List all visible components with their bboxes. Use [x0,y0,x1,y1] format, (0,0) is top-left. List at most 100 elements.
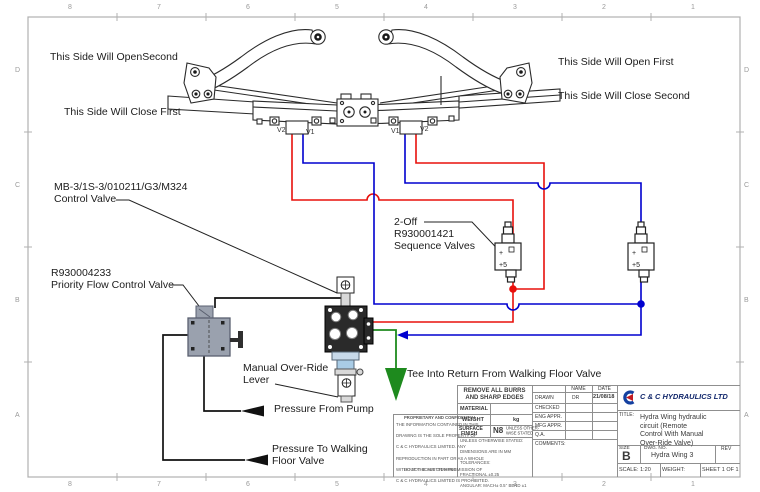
svg-text:+5: +5 [499,262,507,269]
approval-row-label: COMMENTS: [535,441,566,447]
zone-row-label: B [15,297,20,304]
green-return-line [364,329,407,401]
remove-burrs-note: REMOVE ALL BURRS [463,388,526,394]
pressure-walking-label-line2: Floor Valve [272,455,325,467]
port-label-v1-left: V1 [306,129,315,136]
valve-knob-stem [230,338,239,342]
control-valve-stack [324,276,374,403]
blue-junction-dot [637,300,645,308]
drawing-title-line1: Hydra Wing hydraulic [640,414,707,421]
approval-row-name: DR [572,395,580,401]
note-close-first: This Side Will Close First [64,106,181,118]
note-open-first: This Side Will Open First [558,56,674,68]
wing-assembly [167,29,561,135]
right-wing-arm [387,29,508,94]
port-label-v1-right: V1 [391,128,400,135]
return-arrow [385,368,407,401]
approval-row-label: Q.A. [535,432,546,438]
priority-valve-label-line2: Priority Flow Control Valve [51,279,174,291]
svg-text:+: + [632,250,636,257]
zone-row-label: B [744,297,749,304]
svg-text:+5: +5 [632,262,640,269]
svg-text:+: + [499,250,503,257]
port-label-v2-right: V2 [420,126,429,133]
proprietary-line: THE INFORMATION CONTAINED IN THIS [396,423,479,428]
zone-col-label: 3 [513,4,517,11]
zone-col-label: 2 [602,4,606,11]
valve-knob-bar [238,331,243,348]
pump-flow-arrow [241,405,264,417]
title-label: TITLE: [619,412,635,418]
zone-col-label: 2 [602,481,606,488]
left-pivot-plate [183,62,217,104]
sheet-text: SHEET 1 OF 1 [702,467,739,473]
approval-row-date: 21/08/18 [593,394,615,400]
drawing-title-line3: Control With Manual [640,431,704,438]
size-value: B [622,449,631,463]
pressure-pump-label: Pressure From Pump [274,403,374,415]
zone-col-label: 3 [513,481,517,488]
sequence-valve-right: + +5 [627,221,655,283]
proprietary-line: C & C HYDRAULICS LIMITED. ANY [396,445,466,450]
pressure-walking-label-line1: Pressure To Walking [272,443,368,455]
walking-floor-flow-arrow [245,454,268,466]
tolerance-line: TOLERANCES: [460,461,491,466]
sequence-valve-label-line1: 2-Off [394,216,418,228]
blue-return-arrowhead [397,330,408,340]
zone-col-label: 1 [691,481,695,488]
weight-label: WEIGHT [462,417,484,423]
material-label: MATERIAL [460,406,489,412]
zone-row-label: A [744,412,749,419]
surface-finish-value: N8 [493,426,504,435]
zone-row-label: C [15,182,21,189]
proprietary-header: PROPRIETARY AND CONFIDENTIAL [404,416,477,421]
zone-row-label: D [15,67,21,74]
approval-row-label: CHECKED [535,405,560,411]
dwg-no-value: Hydra Wing 3 [651,452,694,459]
zone-col-label: 7 [157,4,161,11]
weight-field: WEIGHT: [662,467,685,473]
right-pivot-plate [499,62,533,104]
company-logo [623,390,635,405]
zone-col-label: 6 [246,4,250,11]
red-hydraulic-lines [291,131,545,323]
priority-valve-label-line1: R930004233 [51,267,112,279]
do-not-scale-note: DO NOT SCALE DRAWING [404,468,457,473]
proprietary-line: REPRODUCTION IN PART OR AS A WHOLE [396,456,484,461]
override-lever-label-line1: Manual Over-Ride [243,362,329,374]
cylinder-port-fittings [256,115,455,135]
pump-plumbing-lines [162,297,341,466]
surface-note2: WISE STATED [506,431,534,436]
date-header: DATE [598,386,611,392]
tolerance-line: ANGULAR: MACH± 0.5° BEND ±1 [460,483,527,489]
right-arm-pivot [378,29,394,45]
surface-finish-label: SURFACE [459,426,483,432]
zone-col-label: 4 [424,4,428,11]
zone-row-label: A [15,412,20,419]
control-valve-label-line1: MB-3/1S-3/010211/G3/M324 [54,181,188,193]
remove-burrs-note2: AND SHARP EDGES [465,395,524,401]
note-close-second: This Side Will Close Second [558,90,690,102]
sequence-valve-left: + +5 [494,221,522,283]
port-label-v2-left: V2 [277,127,286,134]
approval-row-label: DRAWN [535,395,554,401]
zone-col-label: 1 [691,4,695,11]
proprietary-line: C & C HYDRAULICS LIMITED IS PROHIBITED. [396,478,489,484]
surface-finish-label2: FINISH [461,431,478,437]
zone-col-label: 4 [424,481,428,488]
company-name: C & C HYDRAULICS LTD [640,392,728,401]
rev-label: REV [721,446,732,452]
sheet-border [24,13,744,481]
approval-row-label: MFG APPR. [535,423,563,429]
surface-note: UNLESS OTHER- [506,427,540,432]
sequence-valve-label-line2: R930001421 [394,228,455,240]
zone-row-label: D [744,67,750,74]
weight-unit: kg [513,417,520,423]
tolerance-line: DIMENSIONS ARE IN MM [460,450,512,455]
zone-col-label: 8 [68,4,72,11]
priority-flow-valve [187,305,243,357]
note-open-second: This Side Will OpenSecond [50,51,178,63]
zone-col-label: 6 [246,481,250,488]
